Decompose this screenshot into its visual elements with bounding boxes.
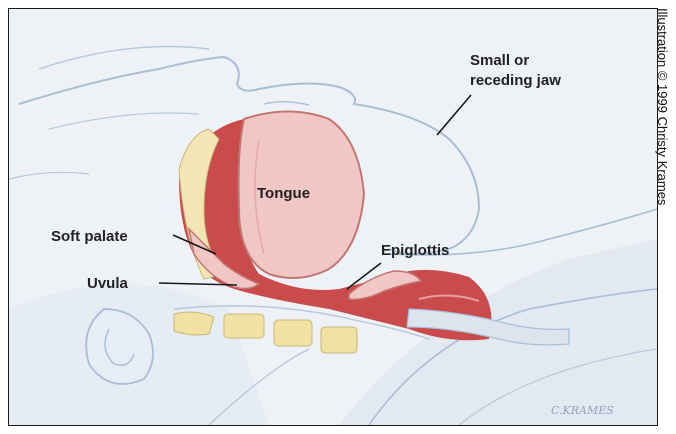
label-soft-palate: Soft palate (51, 227, 128, 246)
label-jaw-line1: Small or (470, 51, 529, 70)
artist-signature: C.KRAMES (551, 404, 614, 417)
illustration-credit: Illustration © 1999 Christy Krames (651, 8, 675, 434)
label-tongue: Tongue (257, 184, 310, 203)
label-uvula: Uvula (87, 274, 128, 293)
label-jaw-line2: receding jaw (470, 71, 561, 90)
label-epiglottis: Epiglottis (381, 241, 449, 260)
illustration-frame: Small or receding jaw Tongue Soft palate… (8, 8, 658, 426)
